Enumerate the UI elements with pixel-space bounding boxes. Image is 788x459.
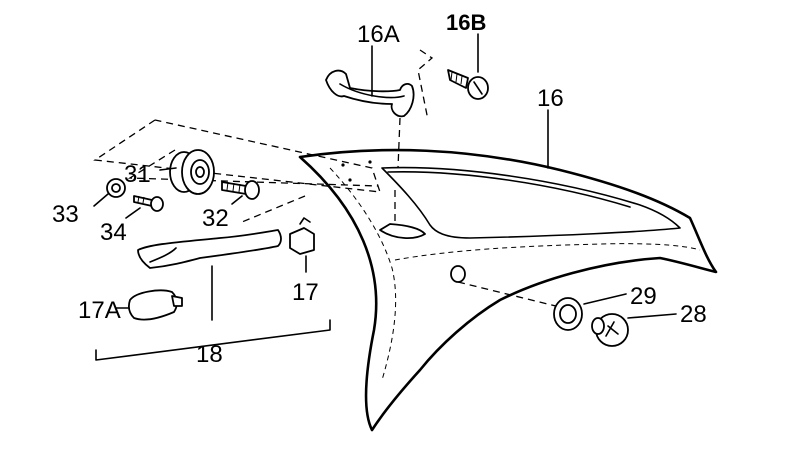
- grommet-29: [553, 293, 627, 331]
- label-33: 33: [52, 201, 79, 228]
- armrest-handle-18: [95, 229, 331, 361]
- cap-17a: [115, 289, 183, 321]
- label-32: 32: [202, 205, 229, 232]
- label-28: 28: [680, 301, 707, 328]
- label-18: 18: [196, 341, 223, 368]
- label-34: 34: [100, 219, 127, 246]
- plug-28: [591, 313, 677, 347]
- label-29: 29: [630, 283, 657, 310]
- label-16a: 16A: [357, 21, 400, 48]
- leader-lines: [371, 33, 549, 169]
- quarter-trim-panel: [298, 148, 718, 432]
- label-31: 31: [124, 161, 151, 188]
- screw-34: [125, 195, 164, 219]
- label-16b: 16B: [446, 10, 486, 35]
- label-17a: 17A: [78, 297, 121, 324]
- label-16: 16: [537, 85, 564, 112]
- washer-33: [93, 178, 126, 207]
- screw-16b: [447, 69, 489, 100]
- label-17: 17: [292, 279, 319, 306]
- bumper-31: [159, 149, 215, 195]
- assembly-lines: [93, 49, 573, 311]
- clip-17: [289, 217, 315, 273]
- grab-handle-16a: [325, 69, 415, 118]
- screw-32: [221, 180, 260, 205]
